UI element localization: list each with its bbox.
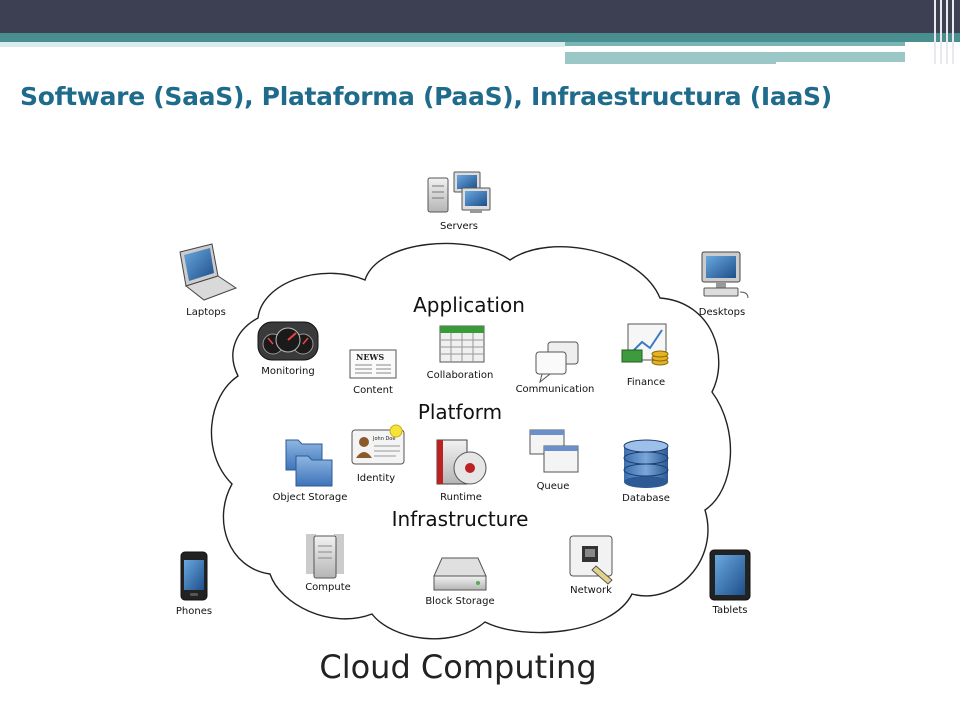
accent-band-light xyxy=(0,42,565,47)
collaboration-label: Collaboration xyxy=(427,370,494,381)
accent-line xyxy=(570,49,888,51)
runtime-icon xyxy=(436,439,487,485)
monitoring-label: Monitoring xyxy=(261,366,314,377)
servers-icon xyxy=(427,171,491,213)
desktop-icon xyxy=(701,251,749,299)
network-label: Network xyxy=(570,585,612,596)
compute-label: Compute xyxy=(305,582,351,593)
calendar-icon xyxy=(439,325,485,363)
newspaper-headline: NEWS xyxy=(356,352,384,362)
object-storage-label: Object Storage xyxy=(273,492,348,503)
queue-icon xyxy=(529,429,579,473)
content-label: Content xyxy=(353,385,393,396)
speech-bubbles-icon xyxy=(535,341,579,384)
tablets-label: Tablets xyxy=(712,605,748,616)
tablet-icon xyxy=(709,549,751,601)
slide-title: Software (SaaS), Plataforma (PaaS), Infr… xyxy=(20,82,832,111)
section-infrastructure: Infrastructure xyxy=(392,507,529,531)
section-application: Application xyxy=(413,293,525,317)
queue-label: Queue xyxy=(537,481,570,492)
compute-icon xyxy=(306,534,344,579)
accent-band-right xyxy=(565,42,905,46)
database-label: Database xyxy=(622,493,670,504)
id-card-icon: John Doe xyxy=(351,424,405,465)
hard-drive-icon xyxy=(433,557,487,591)
servers-label: Servers xyxy=(440,221,478,232)
accent-band xyxy=(0,33,960,42)
top-bar xyxy=(0,0,960,33)
phones-label: Phones xyxy=(176,606,212,617)
monitoring-icon xyxy=(257,321,319,361)
newspaper-icon: NEWS xyxy=(349,349,397,379)
corner-stripes xyxy=(930,0,960,64)
id-card-name: John Doe xyxy=(372,436,395,442)
identity-label: Identity xyxy=(357,473,395,484)
block-storage-label: Block Storage xyxy=(425,596,494,607)
communication-label: Communication xyxy=(516,384,595,395)
finance-icon xyxy=(621,323,669,366)
desktops-label: Desktops xyxy=(699,307,745,318)
accent-band-right-lower xyxy=(565,52,905,64)
network-icon xyxy=(569,535,613,585)
folder-icon xyxy=(285,439,333,487)
laptops-label: Laptops xyxy=(186,307,226,318)
finance-label: Finance xyxy=(627,377,665,388)
runtime-label: Runtime xyxy=(440,492,482,503)
database-icon xyxy=(623,439,669,488)
section-platform: Platform xyxy=(418,400,502,424)
laptop-icon xyxy=(179,243,238,301)
phone-icon xyxy=(180,551,208,601)
diagram-caption: Cloud Computing xyxy=(319,648,596,686)
accent-line-short xyxy=(776,62,906,65)
